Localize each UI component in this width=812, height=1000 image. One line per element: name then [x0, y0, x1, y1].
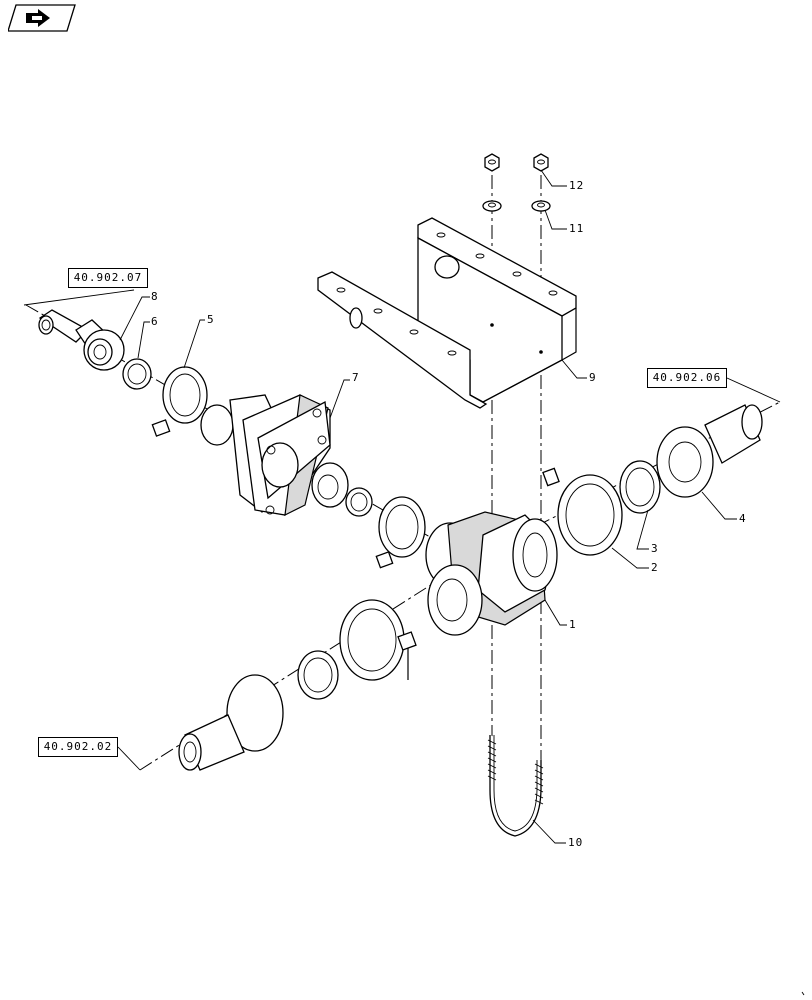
- mounting-bracket: [317, 217, 577, 409]
- o-ring-right: [619, 460, 661, 514]
- clamp-right: [542, 467, 623, 556]
- back-arrow-icon: [8, 4, 76, 32]
- u-bolt: [487, 735, 544, 837]
- washer-right: [531, 200, 551, 212]
- callout-2[interactable]: 2: [651, 561, 659, 574]
- callout-11[interactable]: 11: [569, 222, 585, 235]
- washer-left: [482, 200, 502, 212]
- callout-8[interactable]: 8: [151, 290, 159, 303]
- callout-1[interactable]: 1: [569, 618, 577, 631]
- hose-fitting-right: [656, 404, 763, 498]
- corner-mark: [801, 991, 805, 996]
- callout-4[interactable]: 4: [739, 512, 747, 525]
- hex-nut-right: [533, 153, 549, 172]
- o-ring-bottom: [297, 650, 339, 700]
- back-navigation-button[interactable]: [8, 4, 76, 32]
- callout-12[interactable]: 12: [569, 179, 585, 192]
- o-ring-left: [122, 358, 152, 390]
- callout-10[interactable]: 10: [568, 836, 584, 849]
- hose-fitting-left: [38, 309, 125, 371]
- hose-fitting-bottom: [178, 674, 284, 771]
- clamp-bottom: [339, 599, 417, 681]
- hex-nut-left: [484, 153, 500, 172]
- leader-lines: [23, 169, 781, 844]
- clamp-left: [151, 366, 208, 437]
- valve-body: [425, 511, 558, 636]
- callout-9[interactable]: 9: [589, 371, 597, 384]
- pump-housing: [200, 394, 349, 517]
- reference-link-40-902-06[interactable]: 40.902.06: [647, 368, 727, 388]
- clamp-middle: [375, 496, 426, 569]
- reference-link-40-902-07[interactable]: 40.902.07: [68, 268, 148, 288]
- reference-link-40-902-02[interactable]: 40.902.02: [38, 737, 118, 757]
- callout-7[interactable]: 7: [352, 371, 360, 384]
- callout-5[interactable]: 5: [207, 313, 215, 326]
- callout-6[interactable]: 6: [151, 315, 159, 328]
- o-ring-middle: [345, 487, 373, 517]
- callout-3[interactable]: 3: [651, 542, 659, 555]
